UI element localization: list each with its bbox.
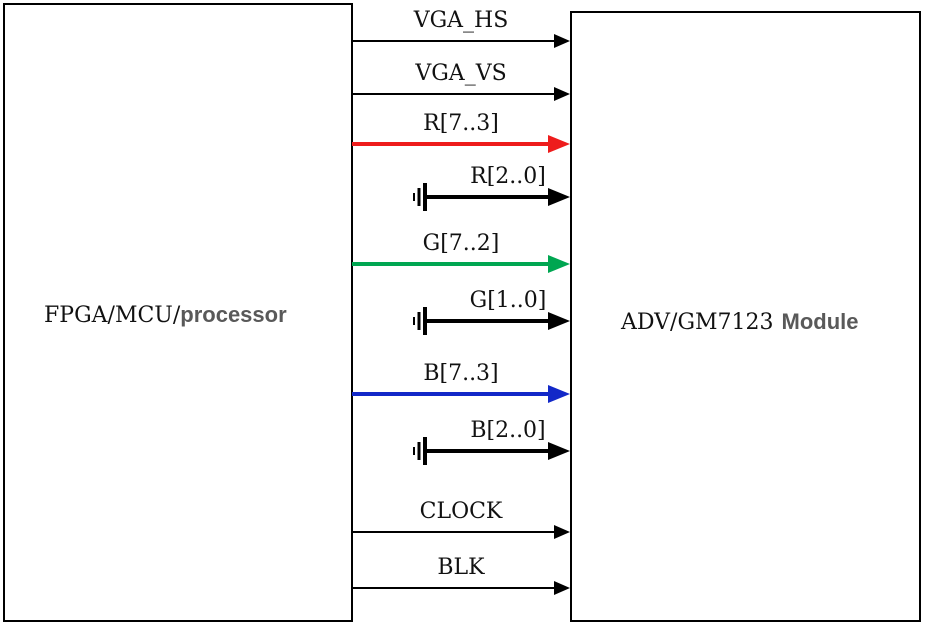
arrow-head-r-low bbox=[548, 188, 570, 206]
signal-label-b-low: B[2..0] bbox=[470, 418, 545, 443]
arrow-head-r-high bbox=[548, 135, 570, 153]
signal-label-vga-hs: VGA_HS bbox=[413, 8, 509, 33]
signal-lines: VGA_HS VGA_VS R[7..3] R[2..0] G[7..2] G[1..0]… bbox=[352, 8, 570, 595]
signal-label-vga-vs: VGA_VS bbox=[414, 61, 506, 86]
signal-label-clock: CLOCK bbox=[420, 499, 503, 524]
signal-label-blk: BLK bbox=[437, 555, 485, 580]
right-block-label-main: ADV/GM7123 bbox=[620, 310, 774, 335]
left-processor-block bbox=[3, 3, 353, 622]
signal-label-b-high: B[7..3] bbox=[423, 361, 498, 386]
arrow-head-blk bbox=[554, 581, 570, 595]
left-block-label-bold: processor bbox=[180, 302, 287, 327]
left-block-label: FPGA/MCU/processor bbox=[44, 302, 287, 328]
arrow-head-g-low bbox=[548, 312, 570, 330]
signal-label-g-low: G[1..0] bbox=[470, 288, 547, 313]
signal-label-r-high: R[7..3] bbox=[423, 111, 499, 136]
arrow-head-b-low bbox=[548, 442, 570, 460]
right-module-block bbox=[570, 11, 921, 622]
arrow-head-vga-hs bbox=[554, 34, 570, 48]
right-block-label-bold: Module bbox=[782, 309, 859, 334]
arrow-head-vga-vs bbox=[554, 87, 570, 101]
arrow-head-b-high bbox=[548, 385, 570, 403]
signal-label-g-high: G[7..2] bbox=[423, 231, 500, 256]
signal-label-r-low: R[2..0] bbox=[470, 164, 546, 189]
arrow-head-clock bbox=[554, 525, 570, 539]
right-block-label: ADV/GM7123 Module bbox=[620, 309, 859, 335]
left-block-label-main: FPGA/MCU/ bbox=[44, 303, 181, 328]
arrow-head-g-high bbox=[548, 255, 570, 273]
